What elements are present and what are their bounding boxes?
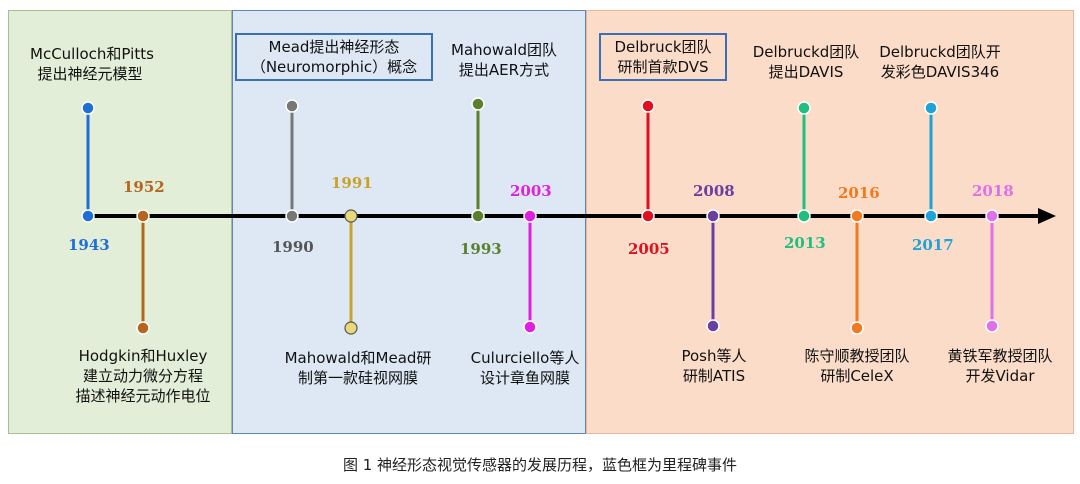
event-label-1990: Mead提出神经形态 （Neuromorphic）概念 bbox=[235, 33, 433, 81]
year-2005: 2005 bbox=[628, 240, 670, 258]
node-axis-1993 bbox=[471, 209, 485, 223]
node-axis-2003 bbox=[523, 209, 537, 223]
event-1943-line1: McCulloch和Pitts bbox=[30, 45, 154, 63]
event-1991-line1: Mahowald和Mead研 bbox=[284, 349, 432, 367]
node-axis-2013 bbox=[797, 209, 811, 223]
event-2013-line1: Delbruckd团队 bbox=[752, 43, 860, 61]
year-1993: 1993 bbox=[460, 240, 502, 258]
event-1943-line2: 提出神经元模型 bbox=[37, 65, 143, 83]
event-1990-line1: Mead提出神经形态 bbox=[268, 38, 400, 56]
event-2005-line2: 研制首款DVS bbox=[617, 58, 709, 76]
event-2008-line2: 研制ATIS bbox=[682, 367, 746, 385]
event-1952-line1: Hodgkin和Huxley bbox=[78, 347, 208, 365]
event-2003-line2: 设计章鱼网膜 bbox=[479, 369, 570, 387]
event-2016-line1: 陈守顺教授团队 bbox=[804, 347, 910, 365]
year-1943: 1943 bbox=[68, 236, 110, 254]
event-label-2016: 陈守顺教授团队 研制CeleX bbox=[792, 346, 922, 386]
event-label-1993: Mahowald团队 提出AER方式 bbox=[444, 40, 564, 80]
year-2018: 2018 bbox=[972, 182, 1014, 200]
node-axis-1991 bbox=[344, 209, 358, 223]
node-axis-1990 bbox=[285, 209, 299, 223]
event-1993-line1: Mahowald团队 bbox=[451, 41, 557, 59]
event-label-2003: Culurciello等人 设计章鱼网膜 bbox=[464, 348, 586, 388]
event-2016-line2: 研制CeleX bbox=[820, 367, 894, 385]
event-2003-line1: Culurciello等人 bbox=[470, 349, 580, 367]
event-2017-line1: Delbruckd团队开 bbox=[879, 43, 1001, 61]
event-1990-line2: （Neuromorphic）概念 bbox=[250, 58, 418, 76]
node-bottom-2016 bbox=[850, 321, 864, 335]
event-label-2005: Delbruck团队 研制首款DVS bbox=[599, 33, 727, 81]
node-top-1993 bbox=[471, 97, 485, 111]
event-label-1952: Hodgkin和Huxley 建立动力微分方程 描述神经元动作电位 bbox=[58, 346, 228, 406]
event-2008-line1: Posh等人 bbox=[681, 347, 747, 365]
event-2013-line2: 提出DAVIS bbox=[768, 63, 844, 81]
node-axis-2017 bbox=[924, 209, 938, 223]
node-top-2017 bbox=[924, 101, 938, 115]
node-bottom-2018 bbox=[985, 319, 999, 333]
node-axis-2018 bbox=[985, 209, 999, 223]
event-2018-line2: 开发Vidar bbox=[965, 367, 1035, 385]
node-axis-1952 bbox=[136, 209, 150, 223]
node-bottom-1991 bbox=[344, 321, 358, 335]
timeline-arrowhead bbox=[1038, 208, 1056, 224]
year-2008: 2008 bbox=[693, 182, 735, 200]
year-2017: 2017 bbox=[912, 236, 954, 254]
node-top-2013 bbox=[797, 101, 811, 115]
node-axis-1943 bbox=[81, 209, 95, 223]
node-bottom-2008 bbox=[706, 319, 720, 333]
node-bottom-1952 bbox=[136, 321, 150, 335]
event-label-2017: Delbruckd团队开 发彩色DAVIS346 bbox=[870, 42, 1010, 82]
event-1952-line3: 描述神经元动作电位 bbox=[75, 387, 211, 405]
event-label-2013: Delbruckd团队 提出DAVIS bbox=[750, 42, 862, 82]
event-1991-line2: 制第一款硅视网膜 bbox=[297, 369, 418, 387]
year-1991: 1991 bbox=[331, 174, 373, 192]
node-top-1990 bbox=[285, 99, 299, 113]
node-top-2005 bbox=[641, 99, 655, 113]
year-1952: 1952 bbox=[123, 178, 165, 196]
event-1952-line2: 建立动力微分方程 bbox=[82, 367, 203, 385]
event-label-1991: Mahowald和Mead研 制第一款硅视网膜 bbox=[280, 348, 436, 388]
event-label-2018: 黄铁军教授团队 开发Vidar bbox=[932, 346, 1068, 386]
year-2003: 2003 bbox=[510, 182, 552, 200]
event-1993-line2: 提出AER方式 bbox=[458, 61, 550, 79]
figure-caption: 图 1 神经形态视觉传感器的发展历程，蓝色框为里程碑事件 bbox=[342, 456, 738, 474]
node-axis-2008 bbox=[706, 209, 720, 223]
event-2018-line1: 黄铁军教授团队 bbox=[947, 347, 1053, 365]
year-1990: 1990 bbox=[272, 238, 314, 256]
year-2013: 2013 bbox=[784, 234, 826, 252]
year-2016: 2016 bbox=[838, 184, 880, 202]
event-label-2008: Posh等人 研制ATIS bbox=[668, 346, 760, 386]
node-axis-2005 bbox=[641, 209, 655, 223]
node-axis-2016 bbox=[850, 209, 864, 223]
event-label-1943: McCulloch和Pitts 提出神经元模型 bbox=[30, 44, 154, 84]
event-2005-line1: Delbruck团队 bbox=[614, 38, 712, 56]
era-panel-early bbox=[8, 10, 232, 434]
node-bottom-2003 bbox=[523, 320, 537, 334]
node-top-1943 bbox=[81, 101, 95, 115]
event-2017-line2: 发彩色DAVIS346 bbox=[880, 63, 1000, 81]
